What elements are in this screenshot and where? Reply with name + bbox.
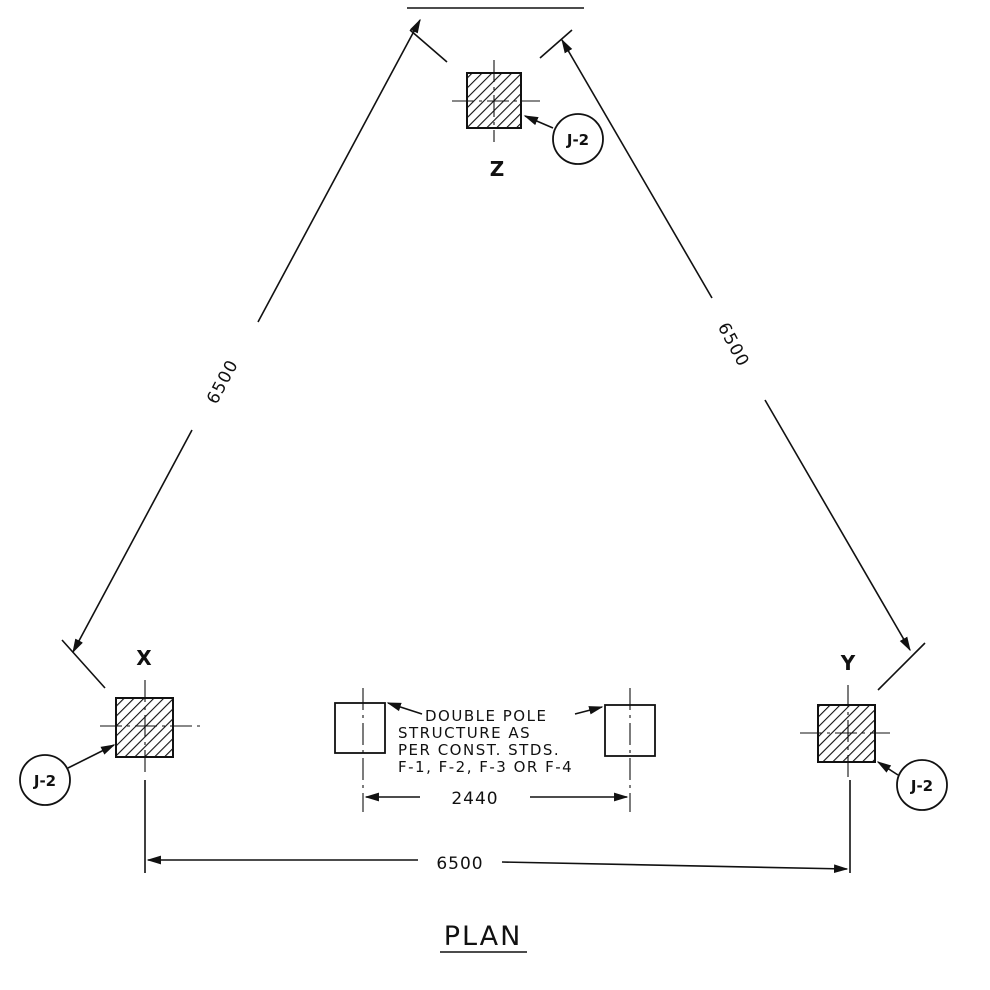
footing-z: [452, 60, 540, 142]
dimension-bottom-side: [144, 780, 851, 874]
footing-tag-y: J-2: [876, 759, 948, 811]
dimension-right-label: 6500: [713, 319, 753, 370]
note-line-1: DOUBLE POLE: [425, 707, 547, 725]
dimension-left-label: 6500: [203, 356, 243, 407]
footing-y: [800, 685, 890, 780]
svg-text:J-2: J-2: [910, 777, 933, 795]
dimension-right-side: [539, 29, 926, 691]
plan-title: PLAN: [444, 921, 523, 952]
pole-note: DOUBLE POLE STRUCTURE AS PER CONST. STDS…: [398, 707, 573, 776]
footing-tag-x: J-2: [19, 744, 116, 806]
leg-label-z: Z: [490, 157, 505, 181]
svg-text:J-2: J-2: [566, 131, 589, 149]
leg-label-y: Y: [840, 651, 856, 675]
footing-tag-z: J-2: [523, 113, 604, 165]
note-line-2: STRUCTURE AS: [398, 724, 531, 742]
pole-left: [334, 688, 423, 812]
dimension-bottom-label: 6500: [436, 854, 483, 874]
pole-right: [574, 688, 656, 812]
footing-x: [100, 680, 205, 775]
note-line-4: F-1, F-2, F-3 OR F-4: [398, 758, 573, 776]
note-line-3: PER CONST. STDS.: [398, 741, 560, 759]
svg-text:J-2: J-2: [33, 772, 56, 790]
dimension-pole-spacing-label: 2440: [451, 789, 498, 809]
leg-label-x: X: [136, 646, 152, 670]
dimension-left-side: [61, 18, 448, 689]
